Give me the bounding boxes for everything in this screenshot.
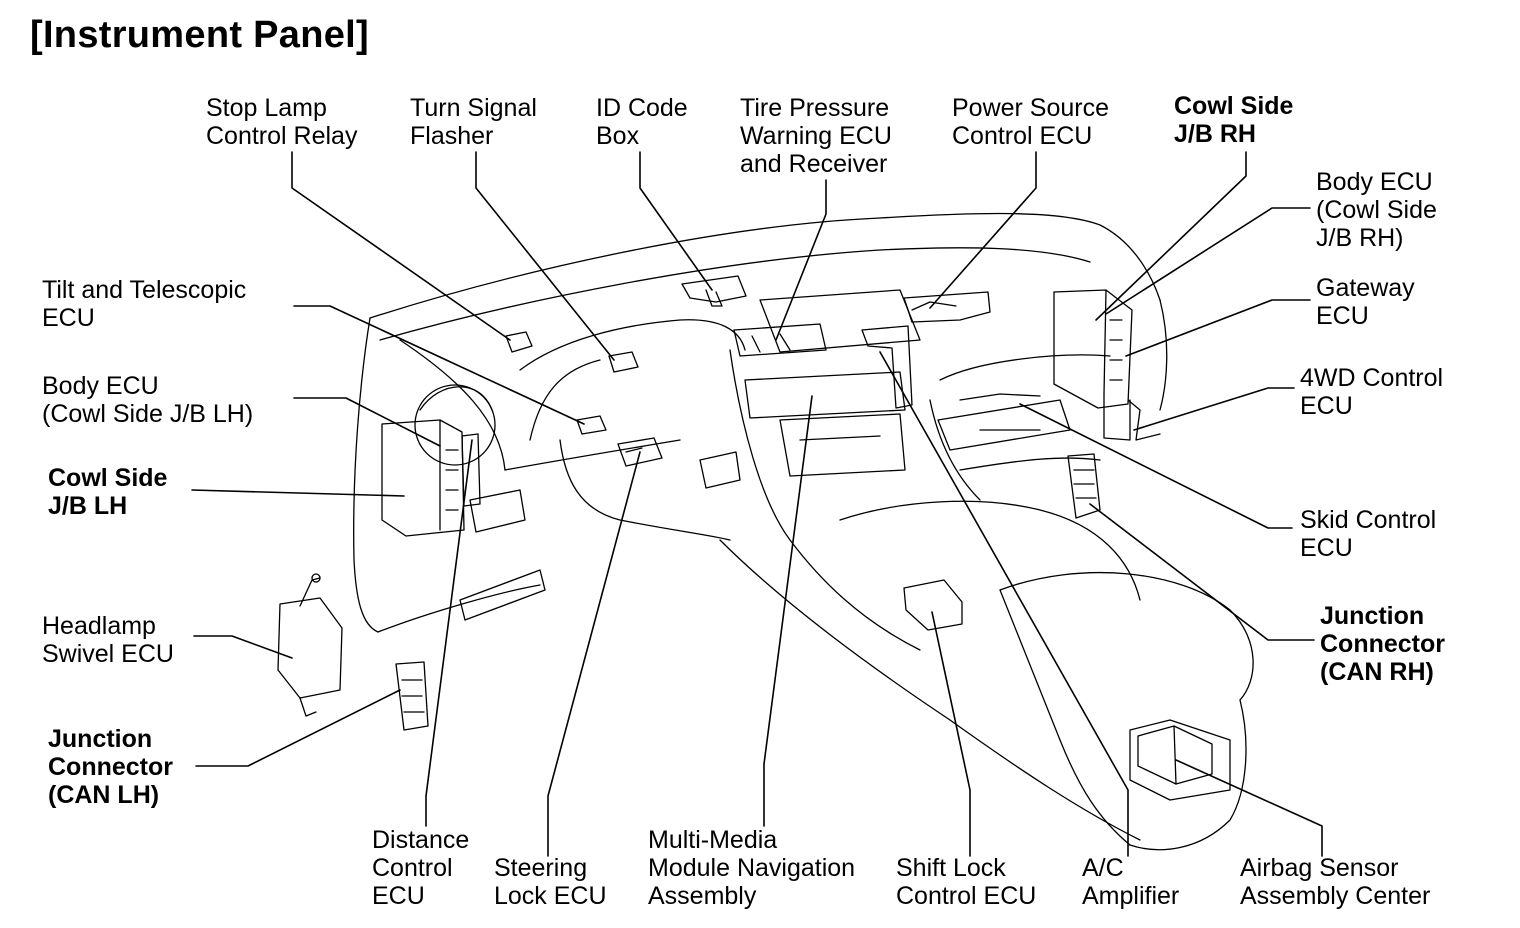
- power-source-ecu-shape: [903, 291, 991, 323]
- distance-control-ecu-shape: [461, 433, 481, 507]
- dashboard-outline: [353, 212, 1254, 851]
- fourwd-ecu-shape: [1127, 399, 1161, 441]
- page-title: [Instrument Panel]: [30, 14, 369, 56]
- tilt-telescopic-ecu-shape: [576, 415, 607, 435]
- steering-lock-ecu-shape: [617, 437, 663, 467]
- airbag-sensor-shape: [1137, 725, 1213, 785]
- junction-rh-shape: [1067, 453, 1101, 519]
- tire-pressure-ecu-shape: [733, 323, 827, 357]
- cowl-side-jb-lh-shape: [381, 419, 465, 537]
- cowl-side-jb-rh-shape: [1053, 289, 1133, 441]
- id-code-box-shape: [681, 275, 747, 307]
- turn-signal-flasher-shape: [608, 351, 639, 373]
- skid-control-ecu-shape: [937, 393, 1071, 451]
- junction-lh-shape: [395, 661, 429, 731]
- bracket-shape: [861, 325, 913, 409]
- shift-lock-ecu-shape: [903, 579, 963, 631]
- stop-lamp-relay-shape: [505, 331, 533, 353]
- headlamp-swivel-ecu-shape: [277, 573, 343, 717]
- leader-lines: [191, 151, 1323, 857]
- label-body-ecu-lh: Body ECU(Cowl Side J/B LH): [42, 372, 254, 428]
